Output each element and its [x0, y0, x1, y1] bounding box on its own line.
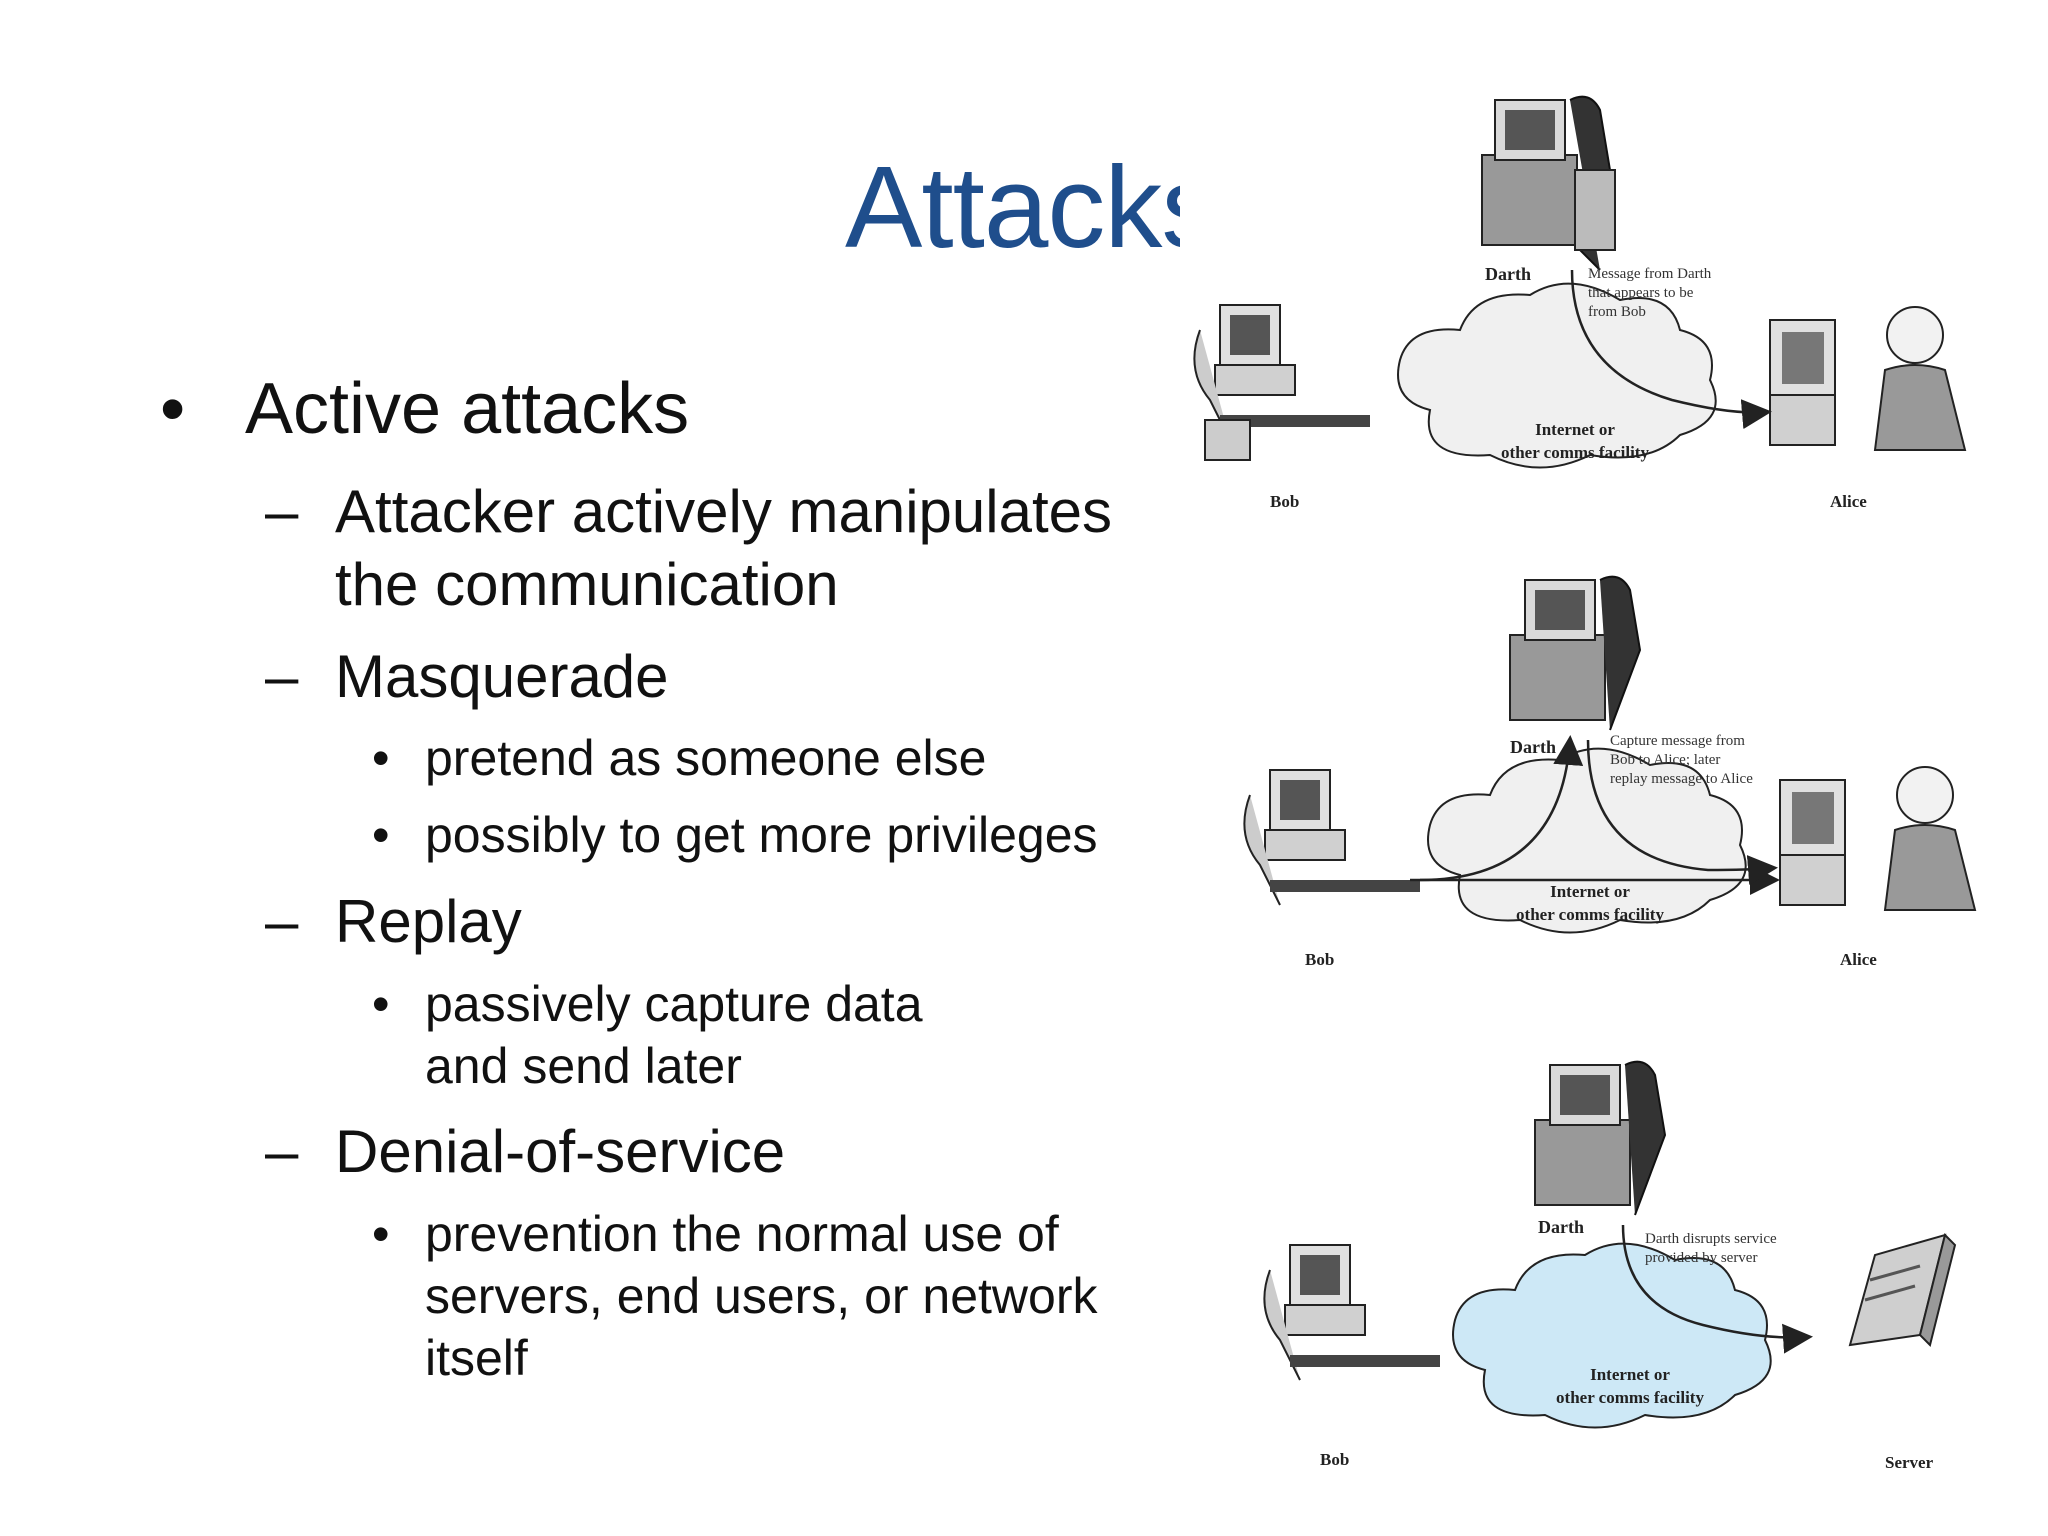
alice-label: Alice — [1830, 492, 1867, 511]
cloud-label-line1: Internet or — [1550, 882, 1630, 901]
detail-privileges: possibly to get more privileges — [425, 807, 1098, 863]
bob-figure — [1263, 1244, 1440, 1381]
alice-figure — [1779, 766, 1977, 911]
note-line2: provided by server — [1645, 1250, 1757, 1266]
sub-bullet-masquerade: Masquerade — [335, 643, 669, 710]
dos-diagram: Darth Darth disrupts service provided by… — [1240, 1040, 2020, 1480]
darth-figure — [1534, 1060, 1667, 1216]
note-line3: replay message to Alice — [1610, 771, 1753, 787]
slide-title: Attacks — [845, 142, 1219, 272]
note-line2: Bob to Alice; later — [1610, 752, 1720, 768]
alice-label: Alice — [1840, 950, 1877, 969]
detail-capture-line2: and send later — [425, 1038, 742, 1094]
network-cloud — [1452, 1242, 1772, 1429]
sub-bullet-attacker-line1: Attacker actively manipulates — [335, 478, 1113, 545]
darth-label: Darth — [1510, 737, 1556, 757]
bullet-active-attacks: Active attacks — [245, 369, 690, 449]
alice-figure — [1769, 306, 1967, 451]
bob-label: Bob — [1320, 1450, 1349, 1469]
bullet-marker: • — [372, 1206, 390, 1262]
dash-marker: – — [265, 888, 299, 955]
dash-marker: – — [265, 1118, 299, 1185]
note-line2: that appears to be — [1588, 285, 1694, 301]
bullet-marker: • — [372, 807, 390, 863]
replay-diagram: Darth Capture message from Bob to Alice;… — [1220, 555, 2040, 975]
bob-label: Bob — [1270, 492, 1299, 511]
bullet-marker: • — [372, 976, 390, 1032]
sub-bullet-dos: Denial-of-service — [335, 1118, 786, 1185]
sub-bullet-replay: Replay — [335, 888, 522, 955]
cloud-label-line1: Internet or — [1590, 1365, 1670, 1384]
detail-prevention-line3: itself — [425, 1330, 528, 1386]
detail-prevention-line1: prevention the normal use of — [425, 1206, 1059, 1262]
note-line1: Message from Darth — [1588, 266, 1712, 282]
cloud-label-line2: other comms facility — [1516, 905, 1664, 924]
darth-figure — [1509, 575, 1642, 731]
network-cloud — [1397, 282, 1717, 469]
note-line3: from Bob — [1588, 304, 1646, 320]
server-label: Server — [1885, 1453, 1934, 1472]
detail-prevention-line2: servers, end users, or network — [425, 1268, 1098, 1324]
note-line1: Capture message from — [1610, 733, 1745, 749]
masquerade-diagram: Darth Message from Darth that appears to… — [1180, 80, 2040, 530]
bob-figure — [1193, 304, 1370, 461]
dash-marker: – — [265, 643, 299, 710]
detail-capture-line1: passively capture data — [425, 976, 923, 1032]
darth-label: Darth — [1485, 264, 1531, 284]
detail-pretend: pretend as someone else — [425, 730, 987, 786]
bullet-marker: • — [372, 730, 390, 786]
cloud-label-line2: other comms facility — [1556, 1388, 1704, 1407]
server-figure — [1848, 1233, 1957, 1347]
darth-label: Darth — [1538, 1217, 1584, 1237]
cloud-label-line1: Internet or — [1535, 420, 1615, 439]
cloud-label-line2: other comms facility — [1501, 443, 1649, 462]
dash-marker: – — [265, 478, 299, 545]
network-cloud — [1427, 747, 1747, 934]
bob-figure — [1243, 769, 1420, 906]
sub-bullet-attacker-line2: the communication — [335, 551, 839, 618]
bullet-marker: • — [160, 369, 186, 449]
darth-figure — [1481, 95, 1616, 271]
note-line1: Darth disrupts service — [1645, 1231, 1777, 1247]
bob-label: Bob — [1305, 950, 1334, 969]
